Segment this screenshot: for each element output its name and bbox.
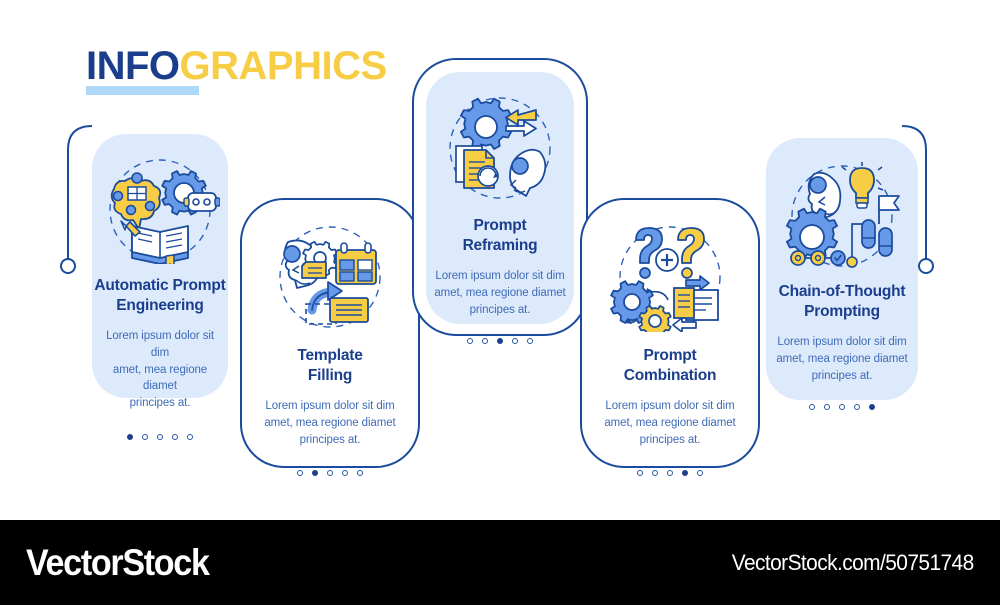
- step-dots[interactable]: [467, 338, 533, 345]
- card-body: Lorem ipsum dolor sit dim amet, mea regi…: [434, 270, 566, 316]
- step-dots[interactable]: [809, 404, 875, 411]
- card-body: Lorem ipsum dolor sit dim amet, mea regi…: [264, 400, 396, 446]
- head-gear-calendar-template-icon: [270, 222, 390, 332]
- step-dot-4[interactable]: [854, 404, 860, 411]
- card-body: Lorem ipsum dolor sit dim amet, mea regi…: [776, 336, 908, 382]
- card-inner-fill: [92, 134, 228, 398]
- vectorstock-logo: VectorStock: [26, 541, 210, 583]
- card-body: Lorem ipsum dolor sit dim amet, mea regi…: [604, 400, 736, 446]
- card-automatic-prompt-engineering[interactable]: Automatic Prompt Engineering Lorem ipsum…: [84, 126, 236, 440]
- step-dot-4[interactable]: [172, 433, 178, 440]
- step-dot-4[interactable]: [512, 338, 518, 345]
- question-marks-gears-documents-icon: [610, 222, 730, 332]
- step-dot-3[interactable]: [839, 404, 845, 411]
- step-dot-2[interactable]: [652, 470, 658, 477]
- card-title: Template Filling: [297, 347, 363, 385]
- step-dots[interactable]: [637, 470, 703, 477]
- step-dot-4[interactable]: [682, 470, 688, 477]
- head-bulb-gear-chain-footsteps-icon: [780, 162, 904, 272]
- step-dots[interactable]: [297, 470, 363, 477]
- step-dot-2[interactable]: [482, 338, 488, 345]
- page-title-info: INFO: [86, 44, 180, 88]
- step-dot-5[interactable]: [357, 470, 363, 477]
- step-dot-1[interactable]: [637, 470, 643, 477]
- step-dot-5[interactable]: [697, 470, 703, 477]
- step-dot-5[interactable]: [187, 433, 193, 440]
- step-dot-3[interactable]: [667, 470, 673, 477]
- gear-arrows-document-head-icon: [440, 96, 560, 204]
- card-template-filling[interactable]: Template Filling Lorem ipsum dolor sit d…: [240, 198, 420, 477]
- step-dot-2[interactable]: [142, 433, 148, 440]
- step-dot-1[interactable]: [127, 433, 133, 440]
- step-dot-3[interactable]: [157, 433, 163, 440]
- step-dot-1[interactable]: [467, 338, 473, 345]
- step-dot-4[interactable]: [342, 470, 348, 477]
- infographic-canvas: INFOGRAPHICS: [60, 46, 934, 477]
- card-title: Prompt Combination: [623, 347, 717, 385]
- step-dot-1[interactable]: [297, 470, 303, 477]
- card-prompt-reframing[interactable]: Prompt Reframing Lorem ipsum dolor sit d…: [412, 58, 588, 345]
- step-dot-5[interactable]: [869, 404, 875, 411]
- card-title: Prompt Reframing: [462, 217, 538, 255]
- step-dot-2[interactable]: [312, 470, 318, 477]
- watermark-footer: VectorStock VectorStock.com/50751748: [0, 520, 1000, 605]
- card-prompt-combination[interactable]: Prompt Combination Lorem ipsum dolor sit…: [580, 198, 760, 477]
- card-inner-fill: [766, 138, 918, 400]
- card-title: Automatic Prompt Engineering: [94, 277, 226, 315]
- step-dots[interactable]: [127, 433, 193, 440]
- page-title-graphics: GRAPHICS: [179, 44, 388, 88]
- step-dot-5[interactable]: [527, 338, 533, 345]
- step-dot-2[interactable]: [824, 404, 830, 411]
- card-body: Lorem ipsum dolor sit dim amet, mea regi…: [106, 330, 214, 409]
- left-endpoint-dot: [60, 258, 76, 274]
- card-title: Chain-of-Thought Prompting: [778, 283, 906, 321]
- step-dot-3[interactable]: [327, 470, 333, 477]
- brain-gear-robot-book-icon: [100, 156, 220, 264]
- page-title: INFOGRAPHICS: [86, 46, 387, 86]
- step-dot-3[interactable]: [497, 338, 503, 345]
- title-underline: [86, 86, 199, 95]
- card-chain-of-thought-prompting[interactable]: Chain-of-Thought Prompting Lorem ipsum d…: [758, 130, 926, 411]
- step-dot-1[interactable]: [809, 404, 815, 411]
- vectorstock-url: VectorStock.com/50751748: [732, 549, 975, 575]
